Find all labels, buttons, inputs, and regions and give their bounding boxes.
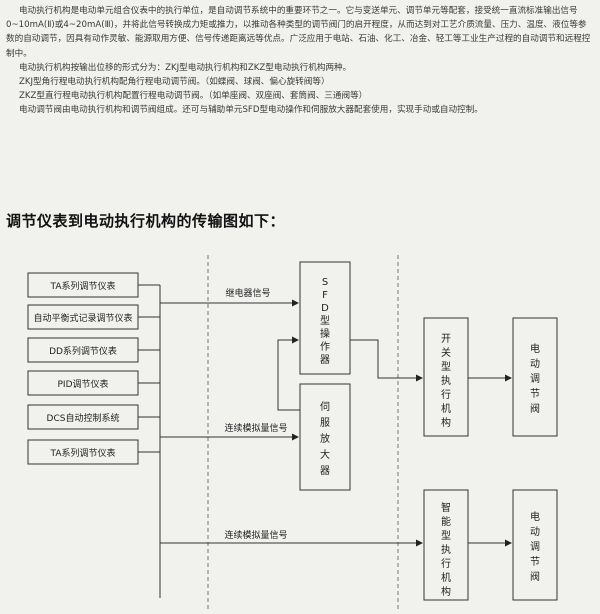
instrument-box-3: DD系列调节仪表 [27, 337, 139, 363]
intro-paragraph-4: ZKZ型直行程电动执行机构配置行程电动调节阀。（如单座阀、双座阀、套筒阀、三通阀… [19, 91, 368, 102]
sfd-operator-box: S F D 型 操 作 器 [299, 261, 351, 375]
valve-box-1: 电 动 调 节 阀 [512, 317, 558, 437]
feedback-connector [277, 336, 300, 411]
instrument-label-4: PID调节仪表 [57, 378, 108, 390]
instrument-box-1: TA系列调节仪表 [27, 272, 139, 298]
smart-char-4: 执 [441, 543, 451, 556]
servo-char-3: 放 [320, 432, 330, 445]
switch-char-7: 构 [441, 416, 451, 429]
smart-char-6: 机 [441, 571, 451, 584]
relay-signal-label: 继电器信号 [225, 287, 270, 299]
sfd-char-2: F [322, 290, 328, 301]
servo-char-1: 伺 [320, 400, 330, 413]
switch-char-6: 机 [441, 402, 451, 415]
smart-char-7: 构 [441, 585, 451, 598]
intro-paragraph-5: 电动调节阀由电动执行机构和调节阀组成。还可与辅助单元SFD型电动操作和伺服放大器… [19, 105, 483, 116]
analog-signal-label-1: 连续模拟量信号 [224, 422, 287, 434]
valve2-char-4: 节 [530, 556, 540, 568]
valve2-char-3: 调 [530, 541, 540, 553]
switch-char-4: 执 [441, 374, 451, 387]
smart-char-3: 型 [441, 529, 451, 542]
instrument-box-5: DCS自动控制系统 [27, 404, 139, 430]
instrument-connectors [138, 284, 160, 453]
intro-paragraph-1: 电动执行机构是电动单元组合仪表中的执行单位，是自动调节系统中的重要环节之一。它与… [6, 6, 591, 59]
instrument-label-5: DCS自动控制系统 [47, 412, 120, 424]
smart-actuator-box: 智 能 型 执 行 机 构 [423, 489, 469, 601]
valve2-char-2: 动 [530, 526, 540, 538]
switch-char-1: 开 [441, 334, 451, 345]
intro-paragraph-2: 电动执行机构按输出位移的形式分为：ZKJ型电动执行机构和ZKZ型电动执行机构两种… [19, 62, 352, 73]
transmission-diagram: TA系列调节仪表 自动平衡式记录调节仪表 DD系列调节仪表 PID调节仪表 DC… [27, 255, 558, 612]
valve1-char-5: 阀 [530, 402, 540, 415]
instrument-label-3: DD系列调节仪表 [49, 345, 117, 357]
switch-char-3: 型 [441, 360, 451, 373]
sfd-char-5: 操 [320, 327, 330, 340]
smart-char-5: 行 [441, 557, 451, 570]
sfd-to-actuator-line [350, 339, 423, 382]
sfd-char-3: D [321, 303, 329, 314]
valve-box-2: 电 动 调 节 阀 [512, 489, 558, 601]
switch-char-5: 行 [441, 388, 451, 401]
sfd-char-7: 器 [320, 354, 330, 366]
instrument-box-4: PID调节仪表 [27, 370, 139, 396]
valve1-char-3: 调 [530, 373, 540, 385]
servo-char-2: 服 [320, 417, 330, 429]
instrument-label-2: 自动平衡式记录调节仪表 [33, 312, 132, 324]
smart-char-2: 能 [441, 515, 451, 528]
switch-actuator-box: 开 关 型 执 行 机 构 [423, 317, 469, 437]
valve2-char-1: 电 [530, 510, 540, 523]
valve1-char-4: 节 [530, 388, 540, 400]
instrument-label-1: TA系列调节仪表 [50, 280, 116, 292]
intro-paragraph-3: ZKJ型角行程电动执行机构配角行程电动调节阀。（如蝶阀、球阀、偏心旋转阀等） [19, 77, 330, 88]
servo-char-5: 器 [320, 465, 330, 477]
sfd-char-4: 型 [320, 314, 330, 327]
valve2-char-5: 阀 [530, 570, 540, 583]
servo-char-4: 大 [320, 448, 330, 461]
sfd-char-1: S [322, 277, 328, 288]
servo-amplifier-box: 伺 服 放 大 器 [299, 383, 351, 491]
instrument-box-6: TA系列调节仪表 [27, 439, 139, 465]
analog-signal-label-2: 连续模拟量信号 [224, 529, 287, 541]
switch-char-2: 关 [441, 346, 451, 359]
diagram-heading: 调节仪表到电动执行机构的传输图如下： [6, 212, 286, 230]
intro-text: 电动执行机构是电动单元组合仪表中的执行单位，是自动调节系统中的重要环节之一。它与… [6, 4, 594, 118]
instrument-box-2: 自动平衡式记录调节仪表 [27, 304, 139, 330]
valve1-char-2: 动 [530, 358, 540, 370]
valve1-char-1: 电 [530, 342, 540, 355]
sfd-char-6: 作 [320, 341, 330, 353]
instrument-label-6: TA系列调节仪表 [50, 447, 116, 459]
smart-char-1: 智 [441, 501, 451, 514]
